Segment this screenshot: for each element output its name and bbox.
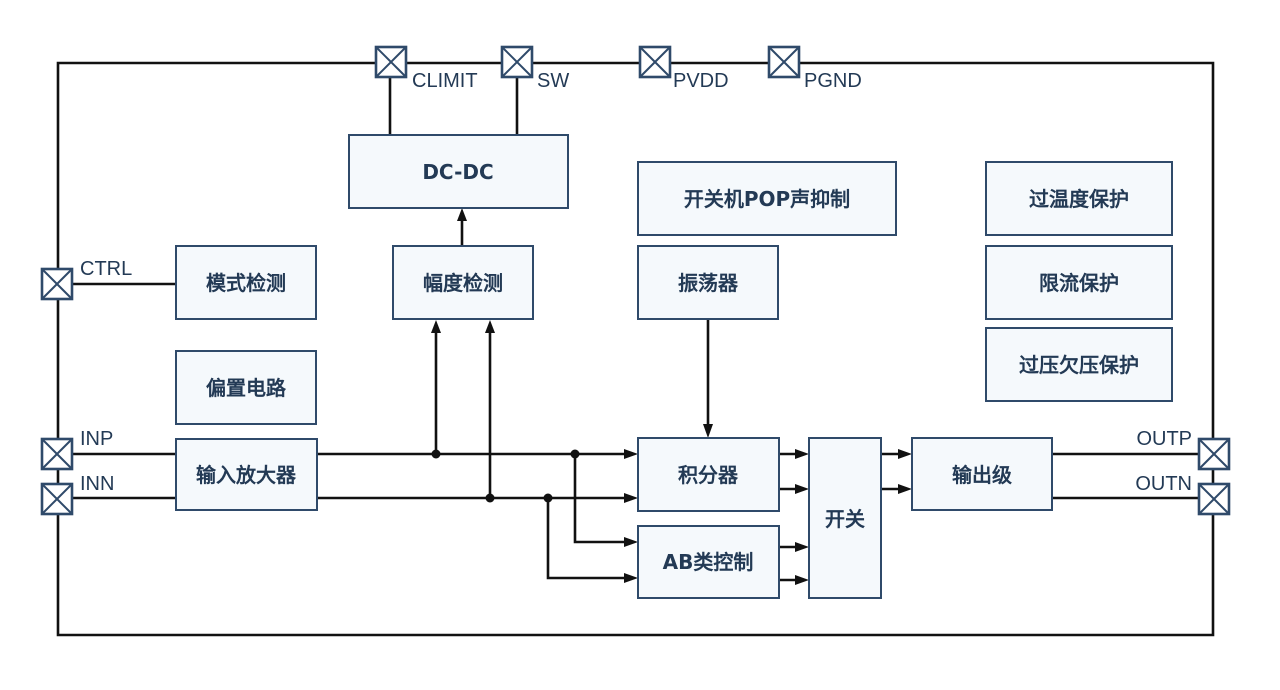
block-label: 限流保护 xyxy=(1039,271,1119,295)
pin-outp: OUTP xyxy=(1136,428,1231,471)
pin-label: INN xyxy=(80,473,114,495)
wire-branch-ab-1 xyxy=(573,454,630,544)
pin-outn: OUTN xyxy=(1135,473,1231,516)
arrow-dcdc xyxy=(457,208,467,221)
arrow-switch-in xyxy=(795,449,809,459)
block-dcdc: DC-DC xyxy=(348,134,569,209)
pin-pgnd: PGND xyxy=(767,45,862,92)
block-label: 输出级 xyxy=(952,463,1012,487)
block-label: 过压欠压保护 xyxy=(1019,353,1139,377)
block-pop-suppression: 开关机POP声抑制 xyxy=(637,161,897,236)
pin-label: SW xyxy=(537,70,569,92)
block-label: 开关机POP声抑制 xyxy=(684,187,850,211)
pin-label: PVDD xyxy=(673,70,729,92)
block-input-amplifier: 输入放大器 xyxy=(175,438,318,511)
pin-sw: SW xyxy=(500,45,569,92)
arrow-ab-in-1 xyxy=(624,537,638,547)
arrow-switch-in xyxy=(795,542,809,552)
block-label: 振荡器 xyxy=(678,271,739,295)
block-label: AB类控制 xyxy=(663,550,754,574)
pin-inp: INP xyxy=(40,428,113,471)
block-label: DC-DC xyxy=(422,160,493,184)
block-ab-control: AB类控制 xyxy=(637,525,780,599)
block-label: 过温度保护 xyxy=(1029,187,1129,211)
block-integrator: 积分器 xyxy=(637,437,780,512)
block-label: 积分器 xyxy=(678,463,739,487)
pin-label: CLIMIT xyxy=(412,70,478,92)
block-bias-circuit: 偏置电路 xyxy=(175,350,317,425)
block-amplitude-detect: 幅度检测 xyxy=(392,245,534,320)
block-over-temp-protection: 过温度保护 xyxy=(985,161,1173,236)
block-switch: 开关 xyxy=(808,437,882,599)
arrow-output-in xyxy=(898,449,912,459)
pin-label: PGND xyxy=(804,70,862,92)
arrow-switch-in xyxy=(795,484,809,494)
arrow-ab-in-2 xyxy=(624,573,638,583)
block-mode-detect: 模式检测 xyxy=(175,245,317,320)
arrow-osc-integrator xyxy=(703,424,713,438)
junction-dot xyxy=(485,493,495,503)
block-current-limit-protection: 限流保护 xyxy=(985,245,1173,320)
block-label: 模式检测 xyxy=(206,271,286,295)
pin-inn: INN xyxy=(40,473,114,516)
block-label: 输入放大器 xyxy=(196,463,297,487)
arrow-integrator-in-1 xyxy=(624,449,638,459)
block-label: 偏置电路 xyxy=(206,376,287,400)
pin-climit: CLIMIT xyxy=(374,45,478,92)
pin-ctrl: CTRL xyxy=(40,258,132,301)
block-label: 开关 xyxy=(825,507,865,531)
arrow-amp-detect-1 xyxy=(431,320,441,333)
block-oscillator: 振荡器 xyxy=(637,245,779,320)
block-ov-uv-protection: 过压欠压保护 xyxy=(985,327,1173,402)
pin-label: INP xyxy=(80,428,113,450)
arrow-output-in xyxy=(898,484,912,494)
block-output-stage: 输出级 xyxy=(911,437,1053,511)
arrow-integrator-in-2 xyxy=(624,493,638,503)
junction-dot xyxy=(431,449,441,459)
pin-label: OUTN xyxy=(1135,473,1192,495)
pin-pvdd: PVDD xyxy=(638,45,729,92)
wire-branch-ab-2 xyxy=(546,498,630,580)
pin-label: CTRL xyxy=(80,258,132,280)
pin-label: OUTP xyxy=(1136,428,1192,450)
block-label: 幅度检测 xyxy=(423,271,503,295)
arrow-switch-in xyxy=(795,575,809,585)
arrow-amp-detect-2 xyxy=(485,320,495,333)
